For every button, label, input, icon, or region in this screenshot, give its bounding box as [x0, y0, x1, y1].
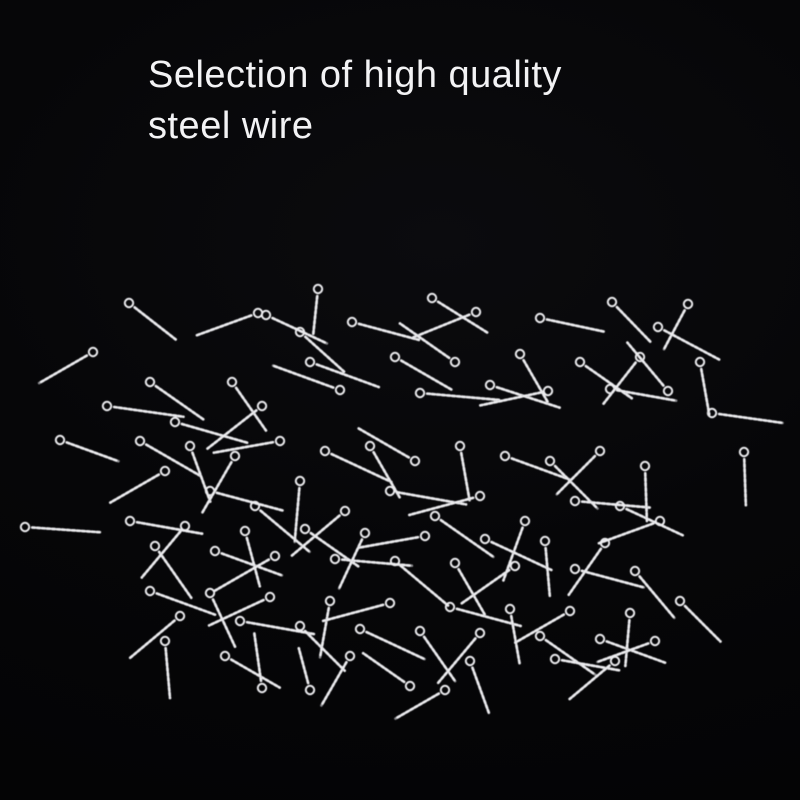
wire-pin: [394, 684, 451, 720]
wire-pin: [206, 400, 268, 450]
wire-pin: [574, 356, 634, 400]
wire-pin: [294, 620, 346, 672]
wire-pin: [504, 603, 521, 665]
wire-pin: [602, 351, 646, 405]
wire-pin: [239, 525, 262, 588]
wire-pin: [460, 560, 521, 605]
wire-pin: [213, 550, 281, 592]
wire-pin: [124, 515, 204, 536]
wire-pin: [479, 385, 554, 407]
wire-pin: [346, 316, 421, 342]
wire-pin: [354, 623, 426, 661]
wire-pin: [407, 490, 486, 517]
wire-pin: [652, 321, 721, 361]
wire-pin: [318, 595, 336, 659]
wire-pin: [209, 545, 284, 577]
wire-pin: [123, 297, 177, 341]
wire-pin: [212, 435, 286, 454]
wire-pin: [674, 595, 722, 643]
wire-pin: [514, 348, 549, 404]
wire-pin: [219, 650, 282, 689]
wire-pin: [249, 500, 311, 554]
wire-pin: [549, 653, 621, 672]
wire-pin: [19, 521, 102, 534]
wire-pin: [738, 446, 750, 507]
wire-pin: [357, 530, 431, 549]
wire-pin: [144, 585, 217, 616]
wire-pin: [226, 376, 268, 432]
wire-pin: [444, 601, 523, 628]
wire-pin: [499, 450, 572, 481]
wire-pin: [320, 650, 356, 707]
wire-pin: [389, 351, 453, 391]
wire-pin: [204, 485, 284, 512]
wire-pin: [596, 635, 661, 664]
wire-pins-group: [19, 283, 784, 720]
wire-pin: [128, 610, 186, 660]
wire-pin: [412, 306, 482, 339]
wire-pin: [534, 630, 597, 676]
wire-pin: [614, 500, 685, 537]
wire-pin: [321, 597, 396, 623]
wire-pin: [414, 387, 501, 402]
wire-pin: [271, 364, 346, 396]
wire-pin: [297, 646, 316, 696]
wire-pin: [539, 535, 552, 598]
wire-pin: [389, 555, 450, 607]
wire-pin: [361, 651, 416, 692]
wire-pin: [662, 298, 694, 351]
wire-pin: [479, 533, 553, 572]
wire-pin: [449, 557, 486, 616]
wire-pin: [414, 625, 457, 683]
wire-pin: [294, 326, 346, 373]
wire-pin: [569, 495, 652, 509]
wire-pin: [568, 655, 621, 701]
wire-pin: [201, 450, 241, 514]
wire-pin: [694, 356, 711, 416]
wire-pin: [429, 510, 495, 559]
wire-pin: [484, 379, 561, 409]
wire-pin: [534, 312, 606, 333]
wire-pin: [639, 460, 651, 523]
wire-pin: [624, 607, 636, 668]
page-title: Selection of high quality steel wire: [148, 54, 562, 147]
wire-pin: [108, 465, 171, 504]
wire-pin: [204, 587, 237, 648]
wire-pin: [169, 416, 249, 445]
wire-pin: [319, 445, 393, 484]
wire-pin: [134, 435, 202, 477]
wire-pin: [436, 627, 486, 685]
wire-pin: [140, 520, 191, 579]
wire-pin: [706, 407, 784, 425]
wire-pin: [454, 440, 471, 502]
wire-pin: [195, 307, 264, 337]
wire-pin: [513, 605, 576, 644]
wire-pin: [357, 427, 421, 467]
wire-pin: [626, 341, 674, 397]
wire-pin: [364, 440, 401, 499]
wire-pin: [555, 445, 606, 496]
wire-pin: [149, 540, 193, 600]
wire-pin: [234, 615, 316, 636]
wire-pin: [159, 635, 172, 700]
wire-pin: [293, 475, 306, 544]
wire-pin: [606, 296, 652, 344]
wire-pin: [567, 537, 611, 597]
wire-pin: [569, 563, 646, 589]
wire-pin: [629, 565, 676, 620]
wire-pin: [594, 633, 667, 664]
wire-pin: [304, 356, 381, 389]
wire-pin: [144, 376, 205, 421]
wire-pin: [54, 434, 120, 463]
wire-pin: [37, 346, 99, 385]
wire-pin: [398, 322, 461, 368]
wire-pin: [464, 655, 491, 715]
wire-pin: [253, 632, 268, 694]
wire-pin: [101, 400, 185, 419]
wire-pin: [207, 591, 276, 627]
wire-pin: [311, 283, 324, 336]
wire-pin: [260, 309, 329, 345]
